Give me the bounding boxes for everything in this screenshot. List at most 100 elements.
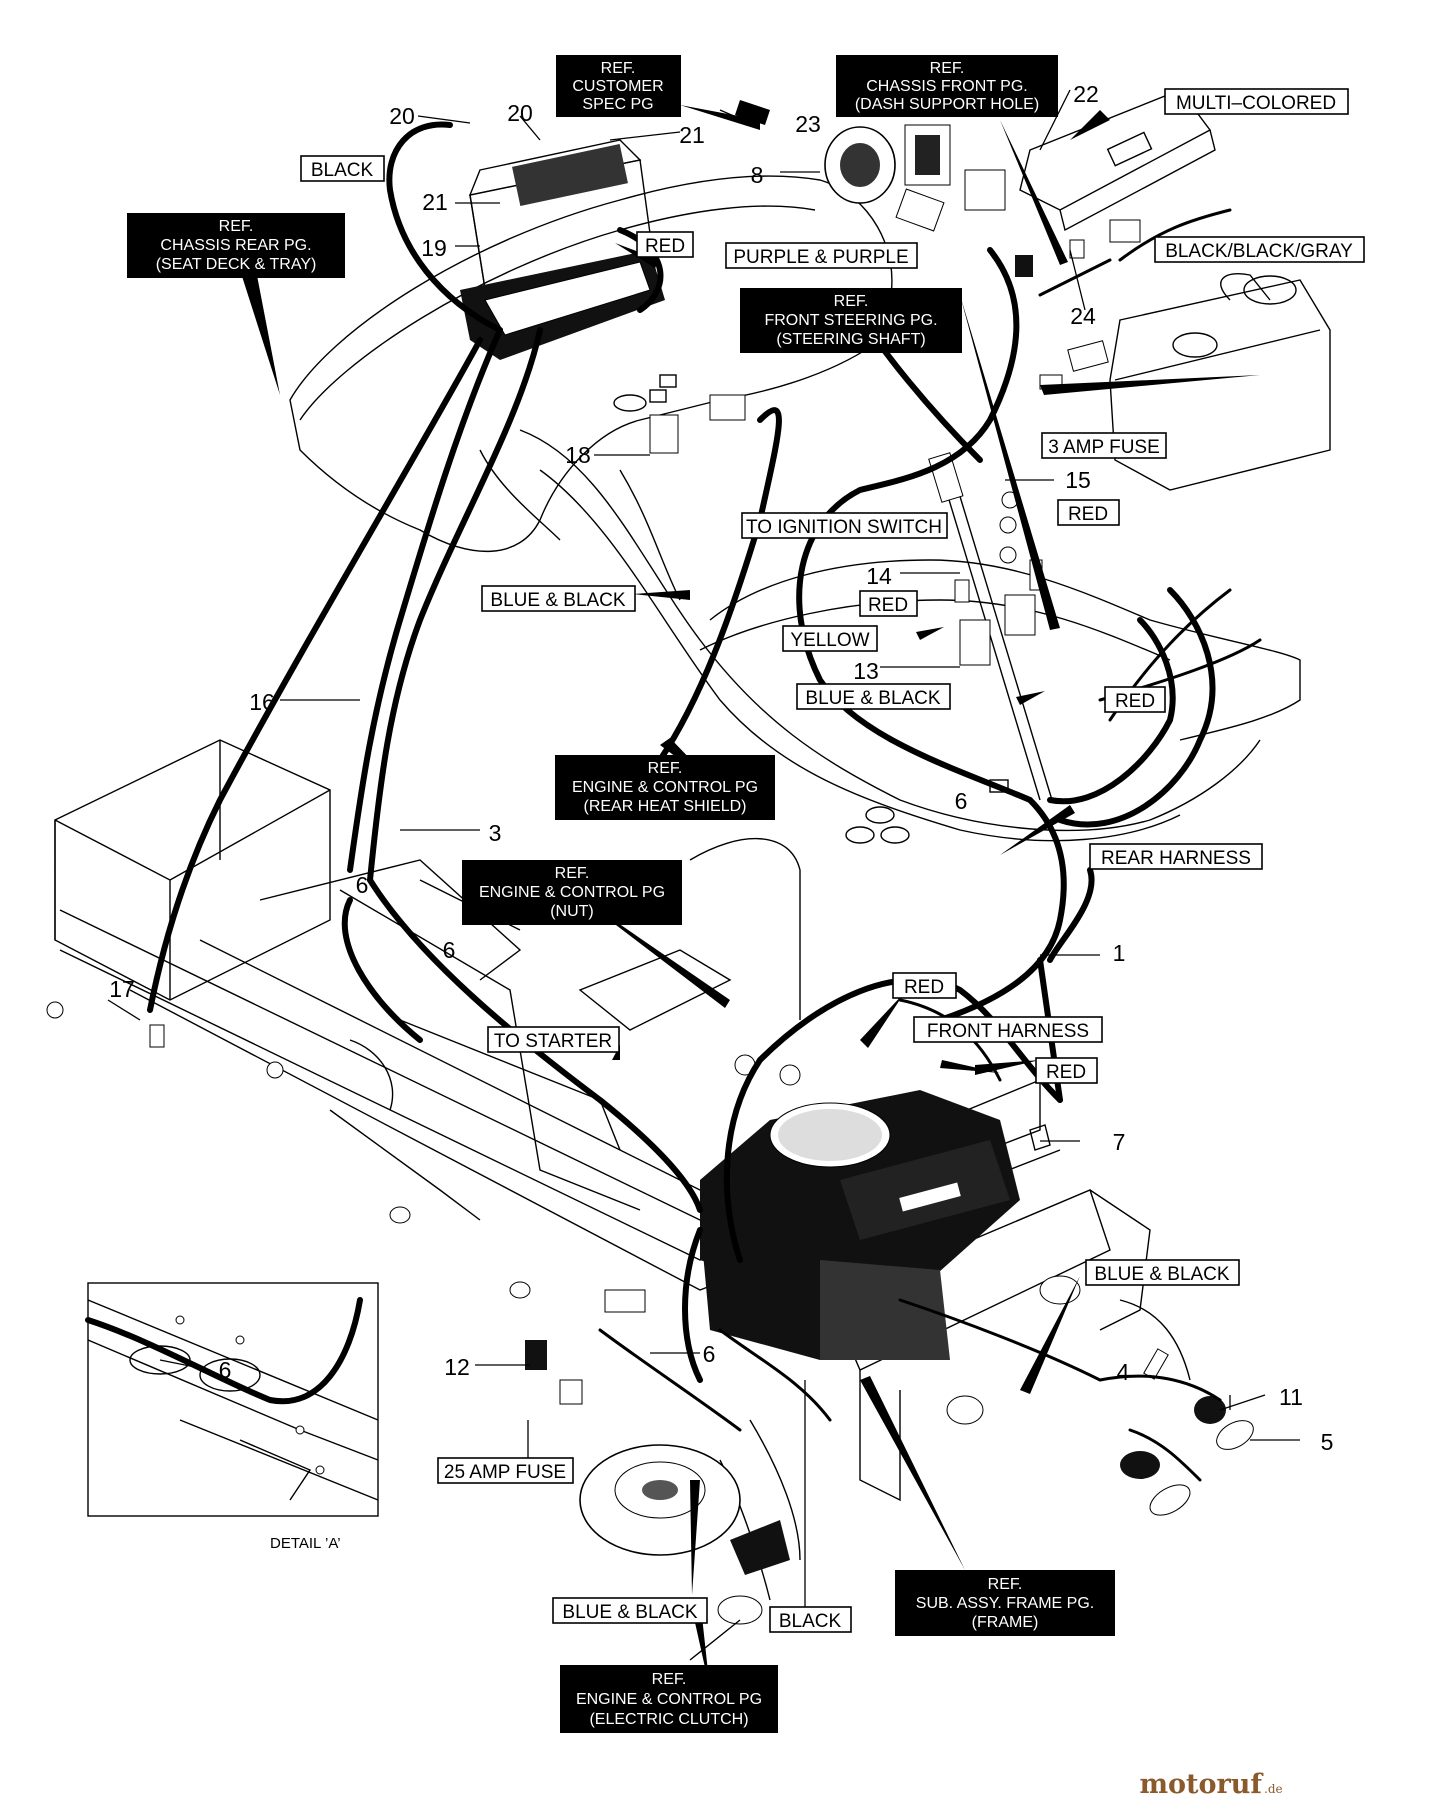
ref-line: CUSTOMER	[572, 78, 663, 95]
leader-lines	[107, 89, 1300, 1690]
part-numbers: 20 20 23 22 21 8 21 19 24 18 15 14 13 16…	[109, 81, 1333, 1455]
label-multi-colored: MULTI–COLORED	[1164, 88, 1349, 115]
part-number: 1	[1113, 940, 1126, 966]
ref-line: (REAR HEAT SHIELD)	[584, 798, 747, 815]
label-text: REAR HARNESS	[1101, 848, 1251, 869]
part-number: 14	[866, 563, 892, 589]
label-red-battery: RED	[636, 231, 694, 258]
label-blue-black-right: BLUE & BLACK	[1085, 1259, 1240, 1286]
ref-line: REF.	[988, 1576, 1023, 1593]
label-red-right: RED	[1104, 686, 1166, 713]
label-bbg: BLACK/BLACK/GRAY	[1154, 236, 1365, 263]
label-front-harness: FRONT HARNESS	[913, 1016, 1103, 1043]
ref-line: SPEC PG	[582, 96, 653, 113]
part-number: 17	[109, 976, 135, 1002]
part-number: 5	[1321, 1429, 1334, 1455]
ref-box-front-steering: REF. FRONT STEERING PG. (STEERING SHAFT)	[740, 288, 962, 353]
ref-box-engine-nut: REF. ENGINE & CONTROL PG (NUT)	[462, 860, 682, 925]
dash-panel	[1019, 89, 1216, 232]
label-text: RED	[1068, 504, 1108, 525]
label-text: MULTI–COLORED	[1176, 93, 1336, 114]
watermark-logo: motoruf .de	[1139, 1769, 1282, 1800]
electric-clutch	[579, 1444, 790, 1661]
label-red-15: RED	[1057, 499, 1120, 526]
ref-line: REF.	[930, 60, 965, 77]
part-number: 4	[1117, 1359, 1130, 1385]
engine	[700, 1090, 1020, 1360]
ref-line: CHASSIS FRONT PG.	[866, 78, 1028, 95]
label-text: RED	[1046, 1062, 1086, 1083]
detail-a-inset: DETAIL ’A’	[85, 1282, 379, 1552]
label-text: BLUE & BLACK	[805, 688, 940, 709]
ignition-bracket-parts	[954, 491, 1043, 666]
label-black-top: BLACK	[300, 155, 385, 182]
right-side-parts	[1119, 1299, 1254, 1516]
ref-line: REF.	[652, 1671, 687, 1688]
label-blue-black-mid: BLUE & BLACK	[481, 585, 636, 612]
part-number: 13	[853, 658, 879, 684]
part-number: 6	[703, 1341, 716, 1367]
label-red-engine: RED	[892, 972, 957, 999]
ref-line: (SEAT DECK & TRAY)	[156, 256, 317, 273]
part-number: 11	[1279, 1384, 1303, 1410]
label-rear-harness: REAR HARNESS	[1089, 843, 1263, 870]
label-text: RED	[645, 236, 685, 257]
label-text: PURPLE & PURPLE	[733, 247, 908, 268]
part-number: 6	[219, 1357, 232, 1383]
ref-line: CHASSIS REAR PG.	[160, 237, 311, 254]
ref-box-customer-spec: REF. CUSTOMER SPEC PG	[556, 55, 681, 117]
part-number: 15	[1065, 467, 1091, 493]
ref-line: ENGINE & CONTROL PG	[576, 1691, 762, 1708]
part-number: 23	[795, 111, 821, 137]
label-text: 25 AMP FUSE	[444, 1462, 566, 1483]
part-number: 12	[444, 1354, 470, 1380]
ref-line: SUB. ASSY. FRAME PG.	[916, 1595, 1094, 1612]
ref-line: REF.	[219, 218, 254, 235]
wiring-harness	[147, 121, 1262, 1482]
part-number: 7	[1113, 1129, 1126, 1155]
label-fuse25: 25 AMP FUSE	[437, 1457, 574, 1484]
part-number: 18	[565, 442, 591, 468]
ref-line: FRONT STEERING PG.	[764, 312, 937, 329]
part-number: 3	[489, 820, 502, 846]
label-text: 3 AMP FUSE	[1048, 437, 1160, 458]
part-number: 8	[751, 162, 764, 188]
ref-line: REF.	[555, 865, 590, 882]
label-text: BLACK	[779, 1611, 842, 1632]
part-number: 19	[421, 235, 447, 261]
label-purple: PURPLE & PURPLE	[725, 242, 918, 269]
label-text: RED	[904, 977, 944, 998]
part-number: 16	[249, 689, 275, 715]
label-text: BLUE & BLACK	[490, 590, 625, 611]
seat-deck-tray	[289, 175, 1301, 844]
ref-line: (DASH SUPPORT HOLE)	[855, 96, 1039, 113]
label-red-7: RED	[1035, 1057, 1098, 1084]
label-text: BLACK/BLACK/GRAY	[1165, 241, 1353, 262]
ref-boxes: REF. CUSTOMER SPEC PG REF. CHASSIS FRONT…	[127, 55, 1115, 1733]
ref-box-chassis-rear: REF. CHASSIS REAR PG. (SEAT DECK & TRAY)	[127, 213, 345, 278]
label-yellow: YELLOW	[782, 625, 878, 652]
ref-line: (ELECTRIC CLUTCH)	[589, 1711, 748, 1728]
label-text: TO STARTER	[494, 1031, 612, 1052]
part-number: 6	[356, 872, 369, 898]
wire-labels: BLACK RED MULTI–COLORED PURPLE & PURPLE …	[300, 88, 1365, 1633]
label-text: BLUE & BLACK	[1094, 1264, 1229, 1285]
ignition-area-parts	[649, 100, 1141, 454]
ref-line: (FRAME)	[972, 1614, 1039, 1631]
misc-small-parts	[149, 1024, 1051, 1405]
fuel-tank	[1109, 273, 1331, 491]
label-to-starter: TO STARTER	[487, 1026, 620, 1053]
part-number: 21	[422, 189, 448, 215]
part-number: 22	[1073, 81, 1099, 107]
label-text: TO IGNITION SWITCH	[746, 517, 942, 538]
label-blue-black-13: BLUE & BLACK	[796, 683, 951, 710]
label-ignition: TO IGNITION SWITCH	[741, 512, 948, 539]
label-red-14: RED	[859, 590, 918, 617]
part-number: 24	[1070, 303, 1096, 329]
part-number: 6	[443, 937, 456, 963]
part-number: 20	[507, 100, 533, 126]
watermark-suffix: .de	[1264, 1782, 1283, 1796]
watermark-brand: motoruf	[1139, 1769, 1264, 1800]
